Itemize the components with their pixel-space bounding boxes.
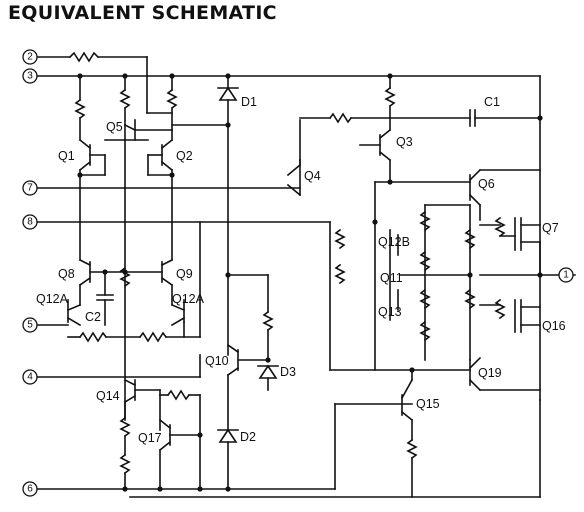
current-source bbox=[119, 378, 201, 490]
label-d1: D1 bbox=[241, 95, 257, 109]
bias-branch bbox=[171, 75, 279, 490]
label-q15: Q14 bbox=[96, 389, 120, 403]
label-q5: Q5 bbox=[106, 120, 123, 134]
label-q10: Q10 bbox=[205, 354, 229, 368]
pin-3-label: 3 bbox=[27, 71, 33, 82]
label-q2: Q2 bbox=[176, 149, 193, 163]
junction-dots bbox=[77, 73, 543, 492]
label-q12a: Q12A bbox=[36, 292, 69, 306]
component-labels: Q5 Q1 Q2 D1 Q4 Q3 C1 Q6 Q7 Q12B Q11 Q13 … bbox=[36, 95, 566, 445]
label-q12b: Q12A bbox=[172, 292, 205, 306]
label-q6: Q6 bbox=[478, 177, 495, 191]
pin-2-label: 2 bbox=[27, 52, 33, 63]
label-d3: D3 bbox=[280, 365, 296, 379]
label-q19: Q19 bbox=[478, 366, 502, 380]
label-q16: Q15 bbox=[416, 397, 440, 411]
mirror-stage bbox=[37, 221, 201, 378]
label-q11: Q11 bbox=[380, 271, 403, 285]
supply-rails bbox=[37, 51, 541, 498]
label-q18: Q17 bbox=[138, 431, 162, 445]
label-d2: D2 bbox=[240, 430, 256, 444]
pin-8: 8 bbox=[22, 214, 38, 230]
pin-6: 6 bbox=[22, 481, 38, 497]
label-q8: Q8 bbox=[58, 267, 75, 281]
label-q17: Q16 bbox=[542, 319, 566, 333]
pin-1: 1 bbox=[558, 267, 574, 283]
label-q13: Q12B bbox=[378, 235, 410, 249]
gain-stage bbox=[286, 75, 541, 197]
label-q9: Q9 bbox=[176, 267, 193, 281]
output-stage bbox=[329, 168, 576, 498]
label-c1: C1 bbox=[484, 95, 500, 109]
label-q7: Q7 bbox=[542, 221, 559, 235]
label-q1: Q1 bbox=[58, 149, 75, 163]
schematic-title: EQUIVALENT SCHEMATIC bbox=[8, 2, 277, 24]
pin-7: 7 bbox=[22, 180, 38, 196]
label-q4: Q4 bbox=[304, 169, 321, 183]
pin-5: 5 bbox=[22, 317, 38, 333]
label-q3: Q3 bbox=[396, 135, 413, 149]
pin-1-label: 1 bbox=[563, 270, 569, 281]
pin-4: 4 bbox=[22, 369, 38, 385]
label-c2: C2 bbox=[85, 310, 101, 324]
pin-2: 2 bbox=[22, 49, 38, 65]
pin-6-label: 6 bbox=[27, 484, 33, 495]
pin-7-label: 7 bbox=[27, 183, 33, 194]
label-q14: Q13 bbox=[378, 305, 402, 319]
pin-3: 3 bbox=[22, 68, 38, 84]
pin-8-label: 8 bbox=[27, 217, 33, 228]
pin-4-label: 4 bbox=[27, 372, 33, 383]
pin-5-label: 5 bbox=[27, 320, 33, 331]
